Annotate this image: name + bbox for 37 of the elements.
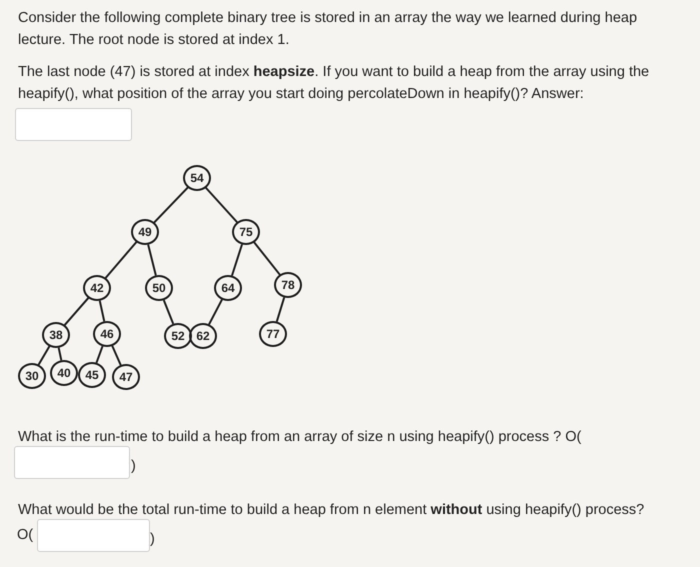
tree-node-circle: 54 [183,165,211,191]
tree-node-circle: 38 [42,322,70,348]
question-text: The last node (47) is stored at index heapsize. If you want to build a heap from the array using the heapify(), what position of the array you start doing percolateDown in heapify()? Answer: [18,63,650,104]
tree-edge [58,348,62,360]
tree-node-circle: 50 [145,275,173,301]
tree-node-circle: 45 [78,362,106,388]
tree-edge [98,300,106,322]
tree-node-circle: 46 [93,321,121,347]
tree-edge [231,244,243,276]
tree-edge [147,244,157,276]
tree-edge [205,186,238,224]
tree-edge [276,297,286,322]
tree-node-circle: 42 [83,275,111,301]
question-text: What would be the total run-time to build a heap from n element without using heapify() process? [18,501,646,520]
bracket-text: O( [17,526,34,545]
tree-edge [162,300,174,324]
tree-node-circle: 75 [232,219,260,245]
tree-node-circle: 30 [18,363,46,389]
bracket-text: ) [131,457,137,476]
tree-node-circle: 62 [189,323,217,349]
bracket-text: ) [150,530,156,549]
tree-edge [153,186,189,224]
tree-edge [64,297,90,326]
tree-edge [104,241,138,279]
tree-edge [38,346,50,366]
tree-node-circle: 47 [112,364,140,390]
question-text: Consider the following complete binary tree is stored in an array the way we learned during heap lecture. The root node is stored at index 1. [18,9,638,50]
tree-node-circle: 78 [274,272,302,298]
tree-node-circle: 52 [164,323,192,349]
tree-node-circle: 40 [50,360,78,386]
question-text: What is the run-time to build a heap from an array of size n using heapify() process ? O( [18,428,582,447]
tree-edge [208,299,223,325]
tree-edge [96,346,104,364]
tree-edge [253,242,281,276]
tree-node-circle: 49 [131,219,159,245]
tree-node-circle: 77 [259,321,287,347]
tree-node-circle: 64 [214,275,242,301]
